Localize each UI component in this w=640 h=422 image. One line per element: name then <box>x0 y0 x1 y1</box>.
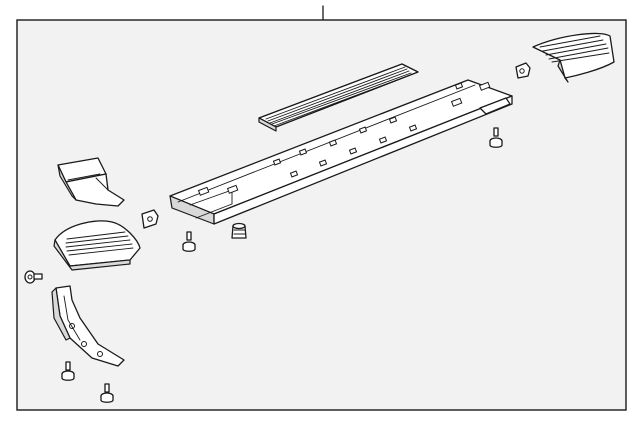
rear-end-cap <box>532 32 615 83</box>
running-board-slots <box>197 81 491 196</box>
running-board <box>169 79 513 225</box>
bolt <box>61 361 75 381</box>
mounting-bracket <box>51 285 125 367</box>
clip <box>141 209 159 229</box>
bolt <box>182 231 196 252</box>
clip <box>515 62 531 79</box>
bolt <box>100 383 114 403</box>
front-bracket <box>57 157 125 207</box>
nut <box>231 222 247 239</box>
bolt <box>24 270 43 284</box>
diagram-frame <box>16 19 627 411</box>
front-end-cap <box>53 220 141 271</box>
step-pad <box>258 63 419 132</box>
bolt <box>489 127 503 148</box>
